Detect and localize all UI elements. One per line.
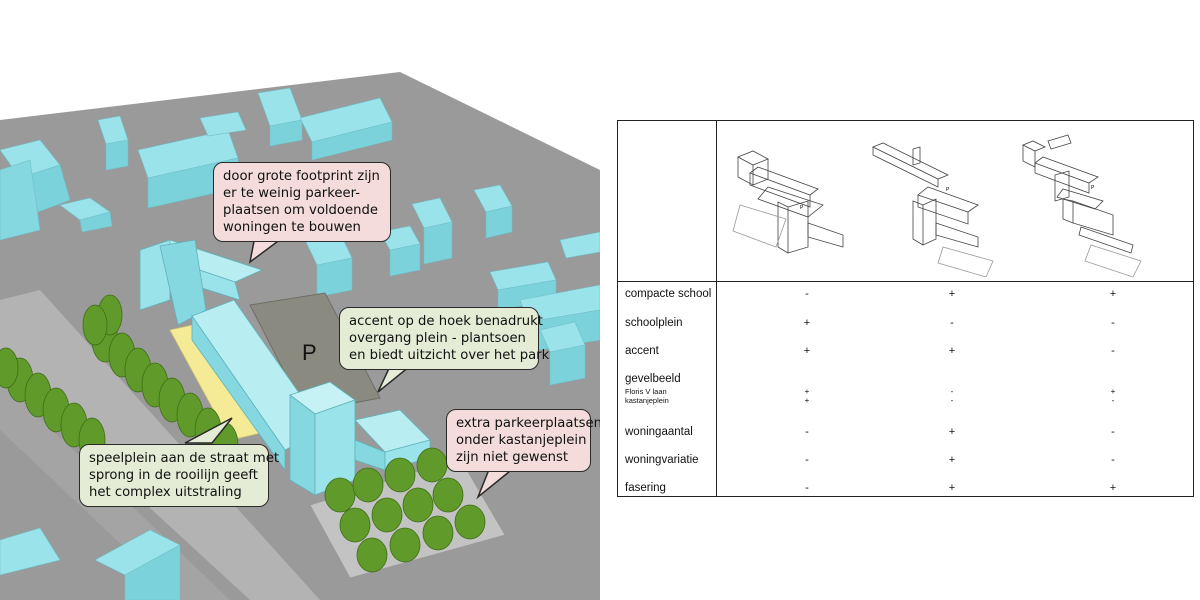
rating-mark: + <box>948 345 956 357</box>
row-label: woningvariatie <box>625 454 699 466</box>
callout-footprint: door grote footprint zijn er te weinig pa… <box>213 162 391 242</box>
rating-mark: - <box>1111 454 1115 466</box>
callout-parkeer: extra parkeerplaatsen onder kastanjeplein… <box>446 409 600 472</box>
callout-line: door grote footprint zijn <box>223 169 380 184</box>
rating-mark: - <box>805 454 809 466</box>
row-label: gevelbeeld <box>625 373 681 385</box>
rating-mark: - <box>950 317 954 329</box>
site-model-drawing <box>0 72 600 600</box>
sub-rating-mark: - <box>1111 396 1115 405</box>
rating-mark: - <box>805 288 809 300</box>
rating-mark: + <box>948 426 956 438</box>
sketch-label: P <box>946 187 950 193</box>
table-header-divider <box>618 281 1193 282</box>
sub-rating-mark: + <box>804 396 810 405</box>
sketch-label: P <box>1091 185 1095 191</box>
callout-line: plaatsen om voldoende <box>223 203 378 218</box>
callout-line: speelplein aan de straat met <box>89 451 280 466</box>
rating-mark: - <box>805 482 809 494</box>
variant-sketch-2: P <box>872 142 994 277</box>
sub-rating-mark: - <box>950 387 954 396</box>
rating-mark: + <box>1109 482 1117 494</box>
sub-rating-mark: + <box>804 387 810 396</box>
sub-row-label: Floris V laan <box>625 387 667 396</box>
sub-rating-mark: + <box>1110 387 1116 396</box>
rating-mark: + <box>1109 288 1117 300</box>
callout-line: overgang plein - plantsoen <box>349 331 526 346</box>
row-label: fasering <box>625 482 666 494</box>
rating-mark: + <box>803 345 811 357</box>
row-label: compacte school <box>625 288 712 300</box>
rating-mark: - <box>1111 345 1115 357</box>
rating-mark: + <box>948 288 956 300</box>
callout-line: woningen te bouwen <box>223 220 361 235</box>
rating-mark: + <box>948 482 956 494</box>
evaluation-table: P P P compacte school-++schoolplein+--ac… <box>617 120 1194 497</box>
callout-line: zijn niet gewenst <box>456 450 569 465</box>
row-label: schoolplein <box>625 317 683 329</box>
variant-sketch-1: P <box>732 150 844 254</box>
row-label: woningaantal <box>625 426 693 438</box>
callout-line: onder kastanjeplein <box>456 433 587 448</box>
parking-symbol: P <box>302 340 317 365</box>
sub-row-label: kastanjeplein <box>625 396 669 405</box>
school-complex <box>138 239 431 496</box>
callout-line: het complex uitstraling <box>89 485 242 500</box>
callout-line: extra parkeerplaatsen <box>456 416 600 431</box>
callout-speelplein: speelplein aan de straat met sprong in de… <box>79 444 280 507</box>
background-buildings <box>0 87 600 600</box>
rating-mark: + <box>803 317 811 329</box>
row-label: accent <box>625 345 659 357</box>
sub-rating-mark: - <box>950 396 954 405</box>
callout-line: er te weinig parkeer- <box>223 186 360 201</box>
sketch-label: P <box>800 205 804 211</box>
variant-sketch-3: P <box>1022 134 1142 277</box>
callout-tail-speelplein <box>184 417 233 444</box>
tree-grid <box>324 447 486 573</box>
site-model-photo: P door grote footprint zijn er te weinig … <box>0 72 600 600</box>
callout-accent: accent op de hoek benadrukt overgang plei… <box>339 307 550 370</box>
callout-line: en biedt uitzicht over het park <box>349 348 550 363</box>
rating-mark: + <box>948 454 956 466</box>
table-column-divider <box>716 121 717 496</box>
rating-mark: - <box>1111 317 1115 329</box>
rating-mark: - <box>1111 426 1115 438</box>
rating-mark: - <box>805 426 809 438</box>
callout-line: accent op de hoek benadrukt <box>349 314 543 329</box>
callout-line: sprong in de rooilijn geeft <box>89 468 258 483</box>
